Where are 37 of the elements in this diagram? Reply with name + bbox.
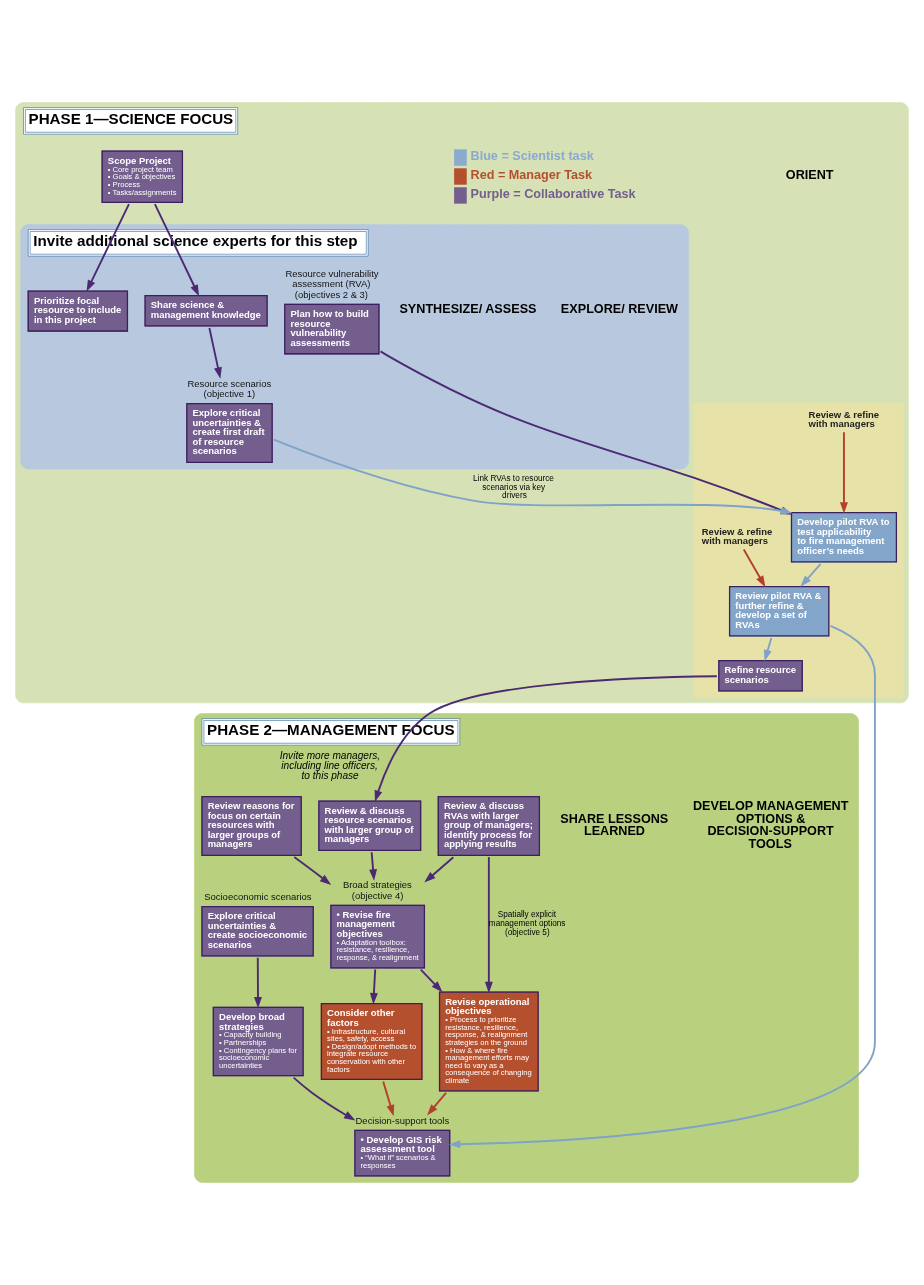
label: SYNTHESIZE/ ASSESS (399, 302, 537, 317)
arrow (86, 203, 130, 292)
legend-label: Purple = Collaborative Task (470, 186, 636, 201)
arrow (484, 856, 493, 994)
cluster (693, 402, 904, 699)
arrow (208, 327, 222, 379)
arrow (153, 203, 200, 297)
arrow (374, 675, 718, 802)
arrow (763, 636, 773, 662)
node-label: Resource scenarios (objective 1) (187, 377, 272, 400)
arrow (800, 563, 822, 587)
arrow (293, 856, 332, 885)
label: ORIENT (785, 168, 834, 183)
arrow (379, 350, 793, 515)
label: SHARE LESSONS LEARNED (560, 811, 669, 839)
arrow (424, 856, 455, 883)
arrow (369, 851, 378, 881)
label: EXPLORE/ REVIEW (560, 302, 679, 317)
node-label: Socioeconomic scenarios (204, 891, 312, 903)
arrow (839, 431, 848, 514)
node-label: Decision-support tools (355, 1114, 450, 1126)
arrow (419, 968, 443, 993)
node-text: Review & refine with managers (701, 525, 773, 547)
arrow (272, 438, 793, 515)
arrow (382, 1080, 395, 1117)
arrow (254, 956, 262, 1009)
legend-label: Red = Manager Task (470, 168, 593, 183)
node-label: Resource vulnerability assessment (RVA) (objectives 2 & 3) (285, 267, 379, 301)
arrow (427, 1091, 448, 1116)
label: DEVELOP MANAGEMENT OPTIONS & DECISION-SUPPORT TOOLS (692, 798, 849, 851)
legend-label: Blue = Scientist task (470, 149, 594, 164)
arrow (742, 548, 766, 588)
arrow (448, 624, 876, 1149)
node-text: Review & refine with managers (808, 408, 880, 430)
arrow (292, 1076, 356, 1121)
node-label: Broad strategies (objective 4) (342, 879, 412, 902)
arrow (369, 968, 378, 1005)
